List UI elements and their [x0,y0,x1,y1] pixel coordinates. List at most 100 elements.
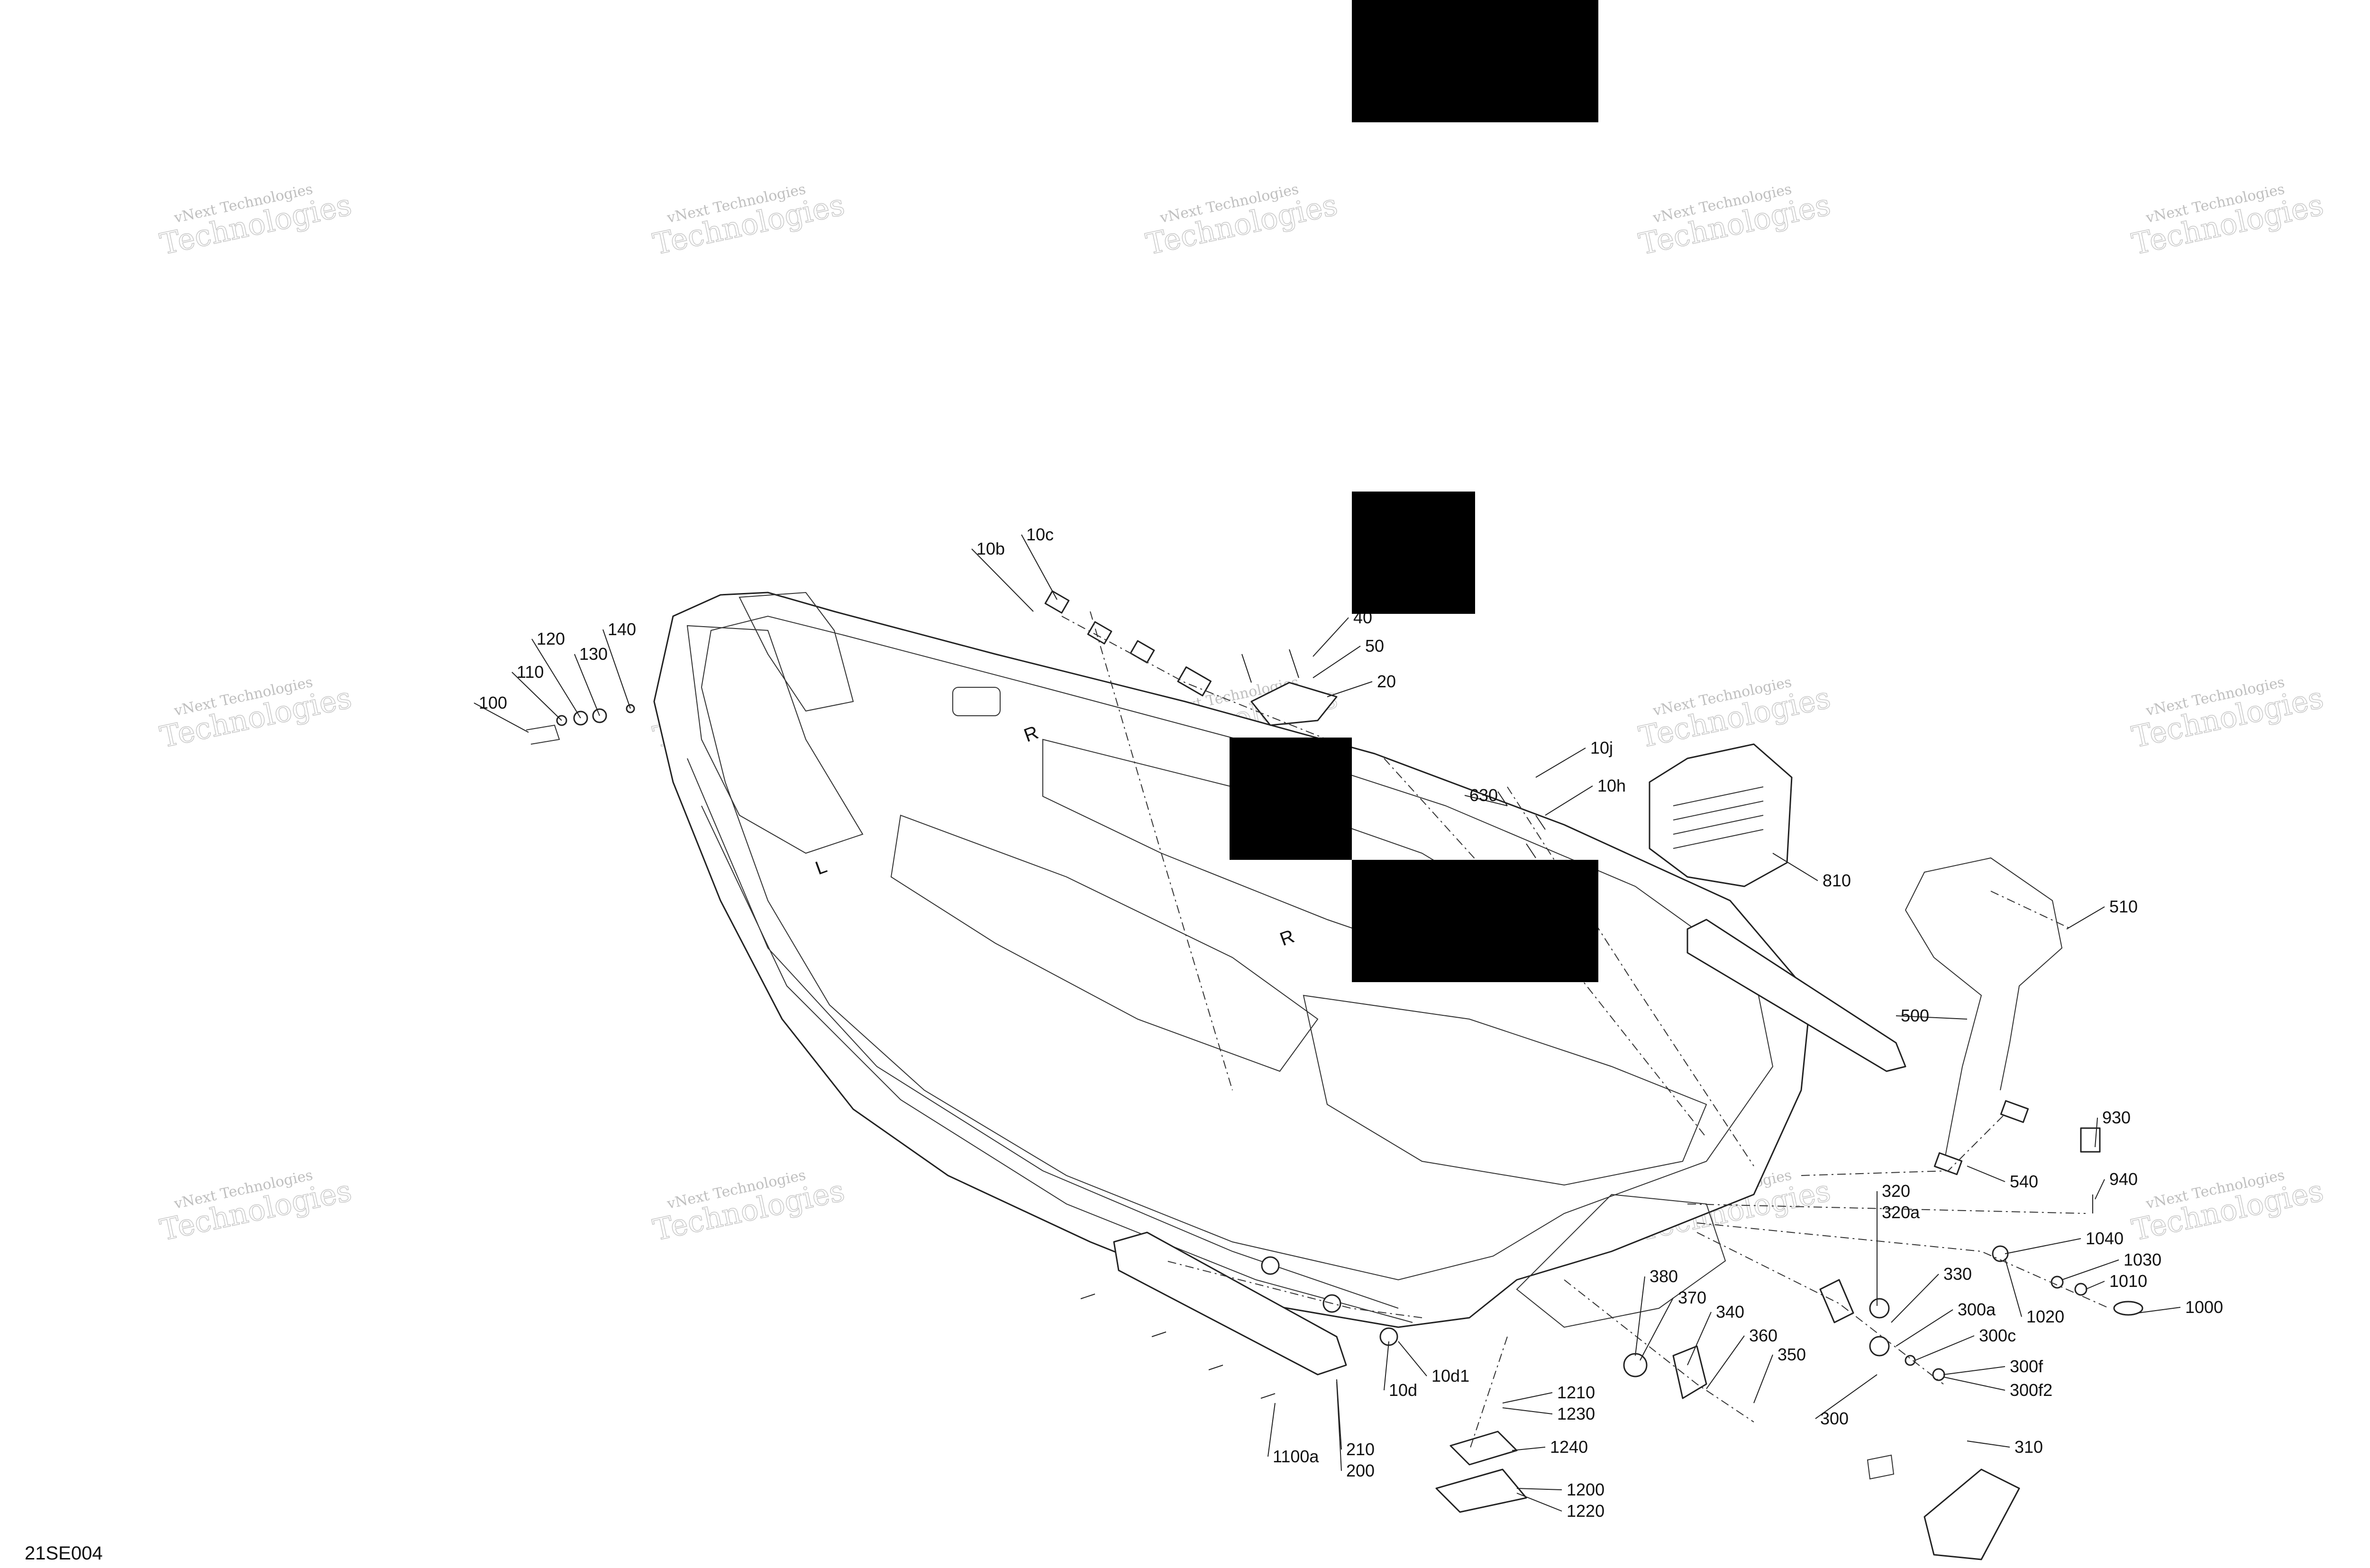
callout-140: 140 [608,620,636,639]
leader-line-10d [1384,1341,1389,1391]
callout-300c: 300c [1979,1326,2016,1345]
callout-930: 930 [2102,1108,2131,1127]
leader-line-20 [1327,681,1373,697]
bracket-340 [1672,1345,1707,1399]
hook-100 [526,724,560,745]
clamp-1000 [2113,1301,2143,1316]
leader-line-1230 [1502,1407,1553,1414]
leader-line-1010 [2085,1281,2105,1290]
clip-10c-4 [1177,666,1212,697]
callout-510: 510 [2109,897,2138,916]
leader-line-1210 [1502,1392,1553,1404]
side-rail-right [1686,919,1906,1072]
callout-1000: 1000 [2185,1297,2223,1317]
leader-line-360 [1706,1335,1745,1389]
thru-hull-assembly-300 [1819,1279,1945,1381]
callout-1040: 1040 [2086,1229,2124,1248]
callout-1100a: 1100a [1273,1447,1319,1466]
clip-10c-1 [1044,590,1070,614]
leader-line-1000 [2137,1307,2181,1313]
redaction-box-3 [1230,738,1352,860]
hull-engine-bay [1303,994,1707,1186]
leader-line-10h [1545,785,1593,816]
callout-130: 130 [579,644,608,664]
leader-line-1240 [1512,1447,1546,1451]
leader-line-10d1 [1398,1341,1427,1377]
clip-540b [1933,1152,1963,1176]
callout-300f: 300f [2010,1357,2043,1376]
leader-line-330 [1891,1274,1939,1323]
leader-line-630 [1464,795,1508,806]
leader-line-1200 [1516,1488,1562,1490]
screws-40-50 [1241,649,1299,683]
hull-console-right [738,592,854,712]
leader-line-930 [2095,1117,2098,1148]
clip-540 [2000,1100,2029,1123]
dash-line-12 [1166,1260,1422,1318]
washer-1030 [2051,1276,2064,1289]
callout-630: 630 [1469,785,1498,805]
leader-line-120 [531,638,581,719]
callout-10c: 10c [1026,525,1054,544]
leader-line-300c [1914,1335,1975,1361]
plate-1240 [1449,1431,1518,1466]
callout-210: 210 [1346,1440,1375,1459]
leader-line-810 [1772,853,1818,881]
callout-1020: 1020 [2026,1307,2064,1326]
callout-1220: 1220 [1567,1501,1604,1521]
callout-810: 810 [1823,871,1851,890]
callout-10d1: 10d1 [1431,1366,1469,1386]
fastener-set-1000-1040 [1992,1245,2143,1316]
dash-line-8 [1696,1232,1944,1385]
fastener-set-100-140 [526,704,635,745]
callout-labels: 10b10c40502010011012013014010j10h6308105… [479,525,2223,1521]
leader-line-200 [1336,1381,1342,1471]
leader-line-370 [1640,1297,1674,1361]
redactions [1230,0,1598,982]
hull-console-left [686,625,864,854]
callout-300a: 300a [1958,1300,1996,1319]
leader-line-310 [1967,1440,2010,1448]
callout-940: 940 [2109,1169,2138,1189]
hose-500 [1905,857,2063,1167]
redaction-box-1 [1352,0,1598,122]
callout-10j: 10j [1590,738,1613,757]
leader-lines [474,534,2181,1512]
callout-300f2: 300f2 [2010,1380,2052,1400]
side-rail-left-210 [1113,1231,1347,1376]
dash-line-7 [1696,1222,2110,1309]
callout-330: 330 [1943,1264,1972,1284]
hull-hatch [952,687,1001,716]
leader-line-140 [602,629,631,709]
clip-10c-2 [1087,621,1112,645]
callout-300: 300 [1820,1409,1849,1428]
callout-360: 360 [1749,1326,1778,1345]
storage-bin-810 [1649,743,1793,887]
grate-1200 [1435,1468,1527,1513]
leader-line-940 [2095,1179,2105,1200]
grommet-10d-1 [1261,1256,1280,1275]
callout-1010: 1010 [2109,1271,2147,1291]
dash-line-11 [1990,891,2072,930]
storage-bin-ribs [1673,786,1764,849]
leader-line-540 [1967,1166,2005,1182]
callout-540: 540 [2010,1172,2038,1191]
leader-line-10c [1021,534,1057,600]
callout-1200: 1200 [1567,1480,1604,1499]
fitting-370 [1623,1353,1648,1377]
callout-100: 100 [479,693,507,712]
clamp-310 [1867,1454,1895,1480]
plate-310 [1923,1468,2020,1560]
callout-340: 340 [1716,1302,1744,1322]
callout-10h: 10h [1597,776,1626,795]
dash-line-4 [1507,786,1754,1167]
callout-10d: 10d [1389,1380,1417,1400]
callout-110: 110 [517,662,544,682]
leader-line-40 [1313,617,1349,657]
screws-1100a [1080,1294,1276,1399]
callout-200: 200 [1346,1461,1375,1480]
